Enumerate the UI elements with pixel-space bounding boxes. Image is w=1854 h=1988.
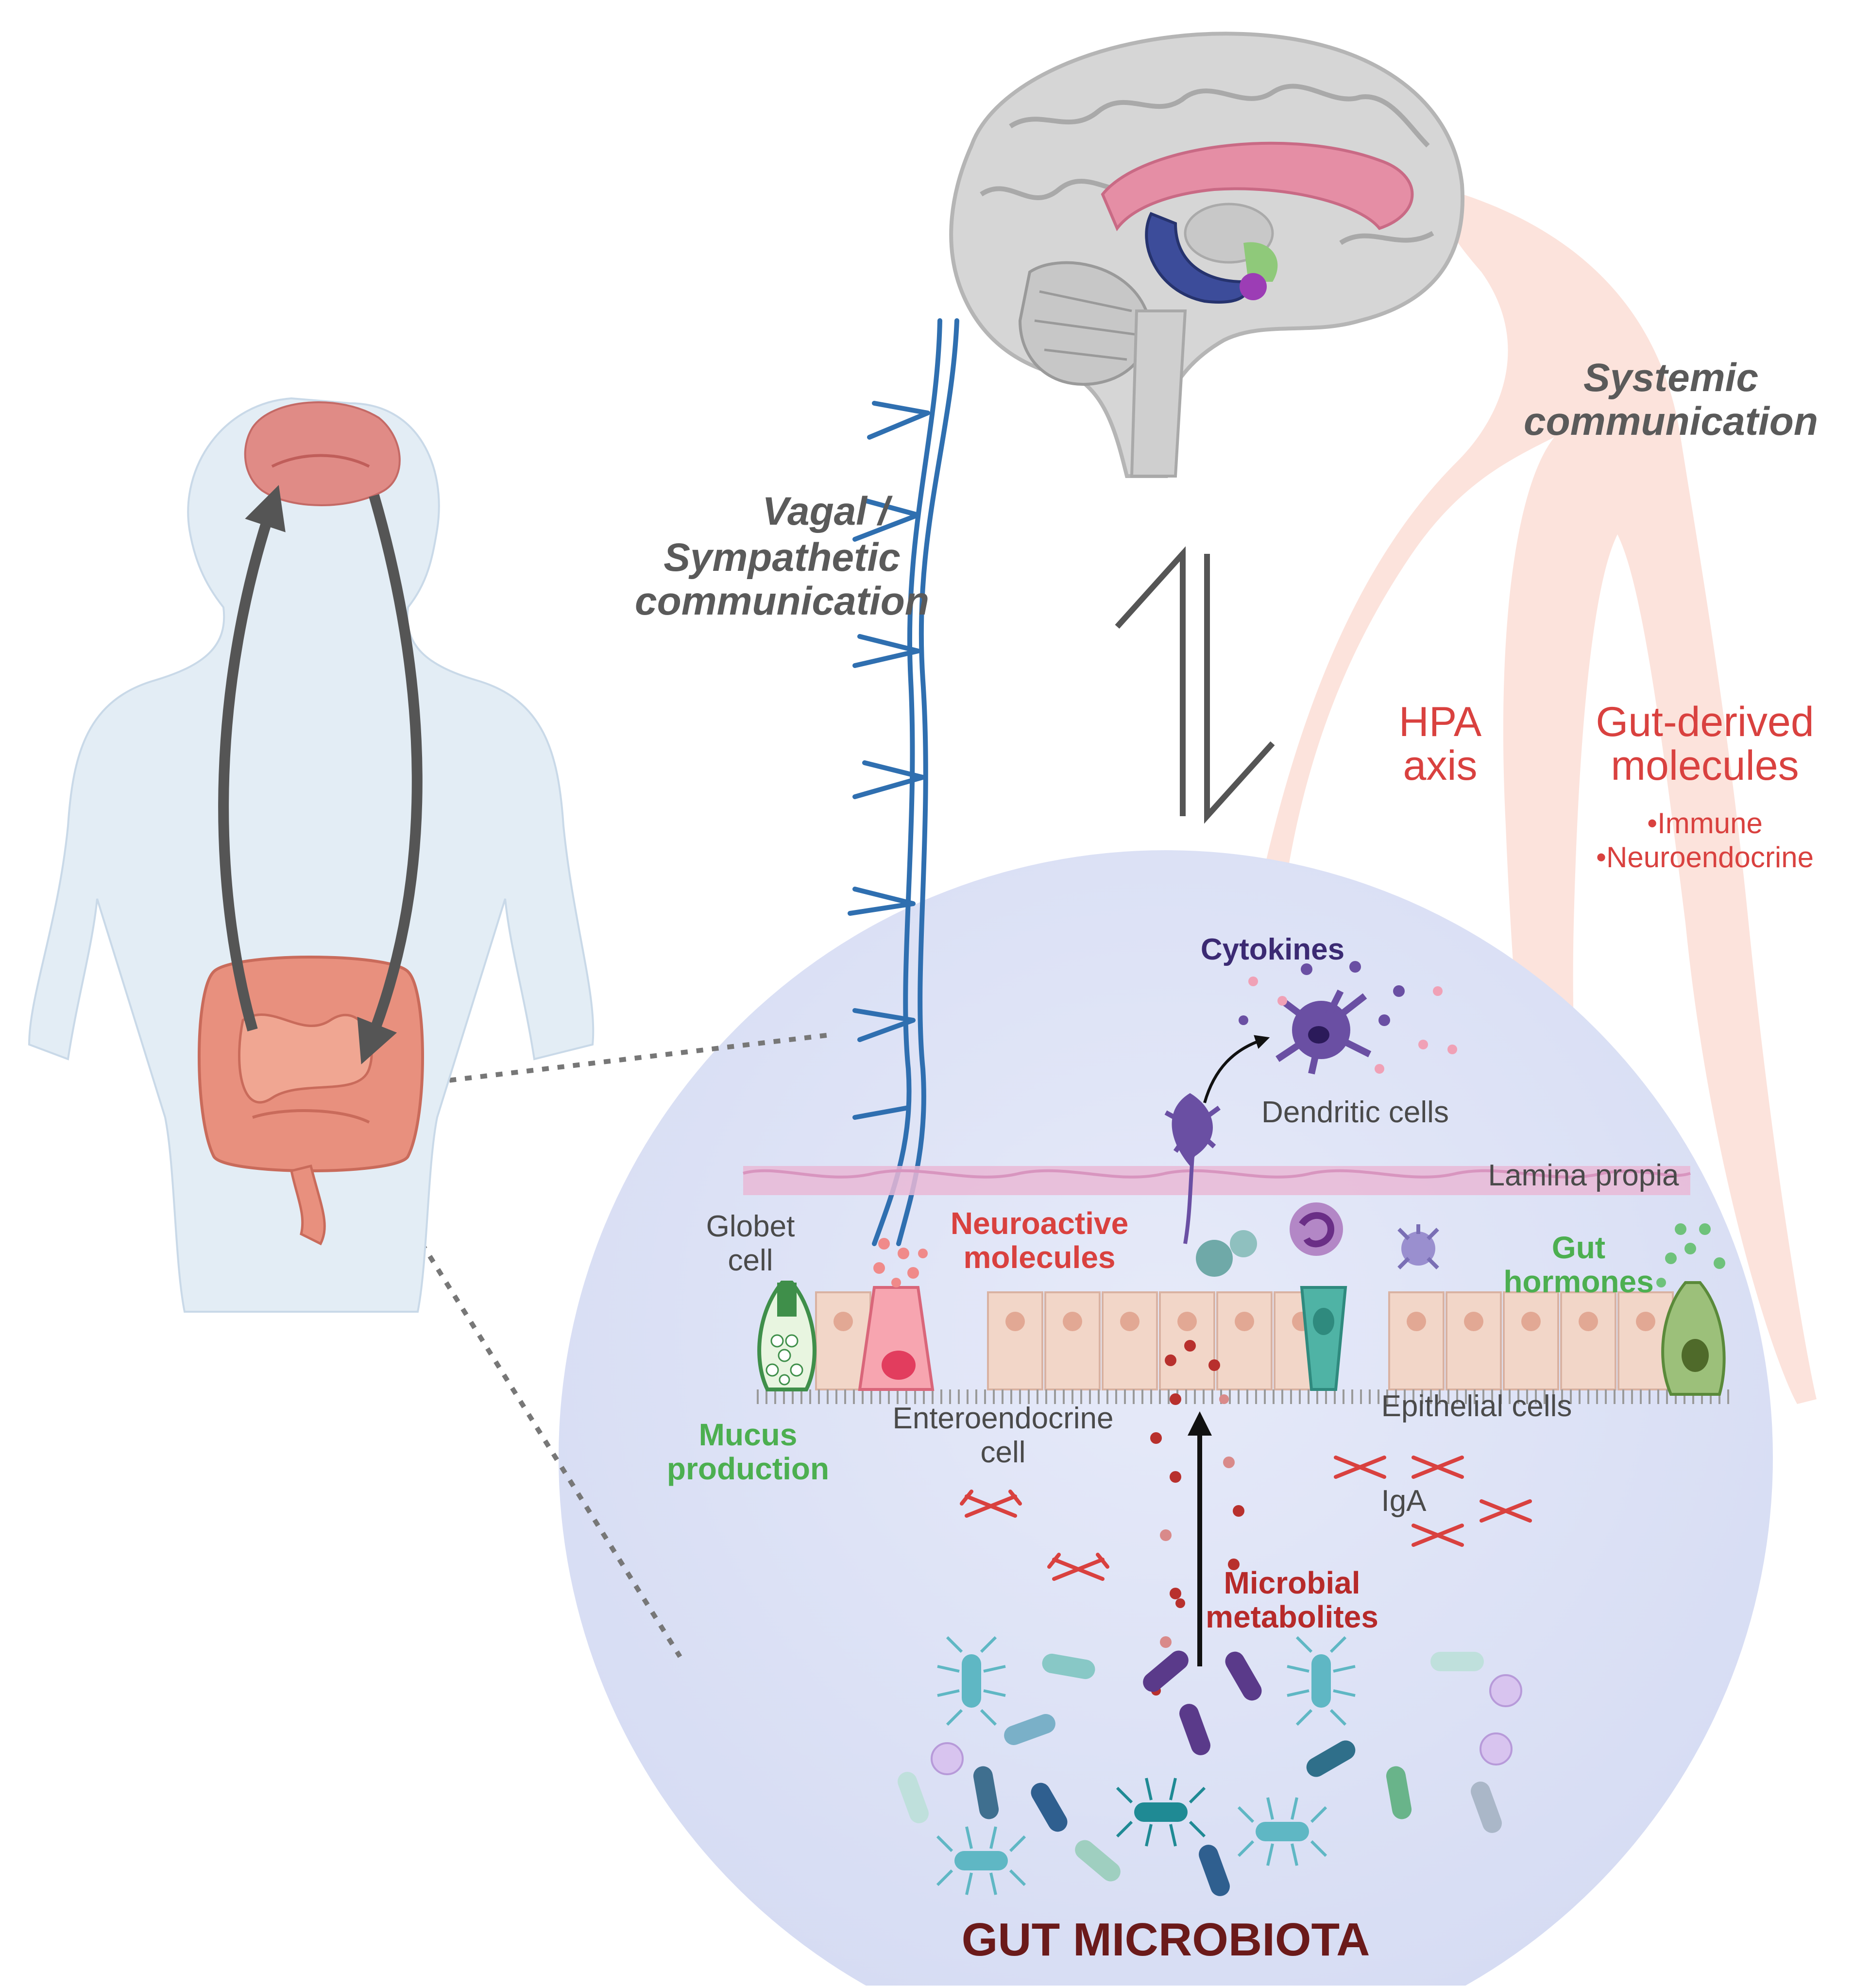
globet-cell-icon xyxy=(757,1281,816,1391)
mucus-label-1: Mucus xyxy=(699,1417,798,1452)
bacterium xyxy=(937,1636,1006,1726)
vagal-label-1: Vagal / xyxy=(762,489,893,533)
bacterium xyxy=(973,1766,999,1819)
bullet-neuroendocrine: •Neuroendocrine xyxy=(1596,841,1814,874)
cell-nucleus xyxy=(1521,1312,1541,1331)
globet-label-1: Globet xyxy=(706,1210,795,1243)
gut-hormone-cell xyxy=(1300,1286,1347,1391)
coccus-bacterium xyxy=(1480,1732,1513,1765)
neuroactive-label-2: molecules xyxy=(963,1240,1115,1275)
antibody-icon xyxy=(960,1456,1532,1581)
epithelium xyxy=(757,1291,1729,1404)
microvilli xyxy=(757,1389,1729,1404)
epithelial-cell xyxy=(1446,1291,1502,1390)
vagus-nerve xyxy=(848,318,959,1246)
gut-hormone-particles xyxy=(1656,1223,1725,1287)
gutderived-label-2: molecules xyxy=(1611,742,1799,789)
coccus-bacterium xyxy=(931,1742,964,1775)
human-body-icon xyxy=(28,397,595,1313)
microbial-label-2: metabolites xyxy=(1206,1599,1378,1634)
cytokines-label: Cytokines xyxy=(1201,933,1344,966)
bacterium xyxy=(1199,1845,1230,1896)
right-green-cell xyxy=(1661,1281,1726,1396)
systemic-label-1: Systemic xyxy=(1583,356,1758,400)
cell-nucleus xyxy=(1407,1312,1426,1331)
bacterium xyxy=(898,1772,929,1823)
epithelial-cell xyxy=(1216,1291,1273,1390)
immune-cells xyxy=(1196,1202,1439,1277)
vagal-label-2: Sympathetic xyxy=(663,535,901,580)
cell-nucleus xyxy=(833,1312,853,1331)
systemic-label-2: communication xyxy=(1524,399,1818,444)
gut-hormones-label-1: Gut xyxy=(1552,1230,1605,1265)
intestine-icon xyxy=(198,956,424,1246)
cell-nucleus xyxy=(1464,1312,1483,1331)
gut-microbiota-title: GUT MICROBIOTA xyxy=(962,1914,1370,1966)
enteroendocrine-cell-icon xyxy=(858,1286,935,1391)
body-arrow-up xyxy=(218,485,286,1031)
bacterium xyxy=(1386,1766,1412,1819)
epithelial-cell xyxy=(1503,1291,1559,1390)
cell-nucleus xyxy=(1235,1312,1254,1331)
brain-illustration xyxy=(949,32,1464,478)
dendritic-cell-icon xyxy=(1164,989,1372,1244)
bacterium xyxy=(1237,1797,1327,1866)
bacterium xyxy=(1031,1782,1068,1832)
connector-line-upper xyxy=(403,1032,831,1088)
body-arrow-down xyxy=(357,494,423,1064)
globet-label-2: cell xyxy=(728,1244,773,1277)
lamina-label: Lamina propia xyxy=(1488,1159,1679,1192)
bacterium xyxy=(1225,1651,1262,1701)
hpa-label-2: axis xyxy=(1403,742,1478,789)
cell-nucleus xyxy=(1005,1312,1025,1331)
vagal-label-3: communication xyxy=(635,579,929,623)
bacterium xyxy=(1042,1653,1095,1680)
neuroactive-particles xyxy=(873,1238,928,1287)
epithelial-label: Epithelial cells xyxy=(1381,1389,1572,1423)
neuroactive-label-1: Neuroactive xyxy=(951,1206,1128,1241)
hpa-label-1: HPA xyxy=(1399,699,1482,745)
epithelial-cell xyxy=(1102,1291,1158,1390)
entero-label-1: Enteroendocrine xyxy=(893,1402,1114,1435)
dendritic-label: Dendritic cells xyxy=(1261,1096,1449,1129)
cell-nucleus xyxy=(1120,1312,1140,1331)
bacterium xyxy=(1179,1704,1210,1755)
bacterium xyxy=(1143,1650,1189,1692)
mucus-label-2: production xyxy=(667,1451,829,1486)
entero-label-2: cell xyxy=(980,1436,1025,1469)
bacteria-icon xyxy=(898,1636,1522,1896)
iga-label: IgA xyxy=(1381,1484,1427,1518)
epithelial-cell xyxy=(1560,1291,1616,1390)
eosinophil-icon xyxy=(1397,1224,1439,1269)
systemic-ribbon xyxy=(1263,189,1817,1404)
gut-detail-circle xyxy=(559,850,1773,1988)
cytokine-particles xyxy=(1239,961,1457,1074)
cell-nucleus xyxy=(1177,1312,1197,1331)
bacterium xyxy=(1287,1636,1356,1726)
cell-nucleus xyxy=(1579,1312,1598,1331)
bullet-immune: •Immune xyxy=(1647,807,1763,840)
cell-nucleus xyxy=(1063,1312,1082,1331)
bacterium xyxy=(1116,1778,1206,1847)
bacterium xyxy=(1075,1840,1121,1882)
bacterium xyxy=(1306,1740,1356,1777)
bacterium xyxy=(1471,1782,1502,1833)
cell-nucleus xyxy=(1636,1312,1655,1331)
bacterium xyxy=(1004,1714,1055,1745)
bacterium xyxy=(936,1826,1026,1895)
coccus-bacterium xyxy=(1489,1674,1522,1707)
epithelial-cell xyxy=(987,1291,1043,1390)
epithelial-cell xyxy=(1044,1291,1101,1390)
gutderived-label-1: Gut-derived xyxy=(1596,699,1814,745)
gut-hormones-label-2: hormones xyxy=(1503,1264,1653,1299)
epithelial-cell xyxy=(1388,1291,1445,1390)
bacterium xyxy=(1430,1652,1484,1671)
bidirectional-arrow-icon xyxy=(1115,546,1275,824)
microbial-label-1: Microbial xyxy=(1224,1565,1361,1600)
labels: Vagal / Sympathetic communication System… xyxy=(635,356,1818,1966)
